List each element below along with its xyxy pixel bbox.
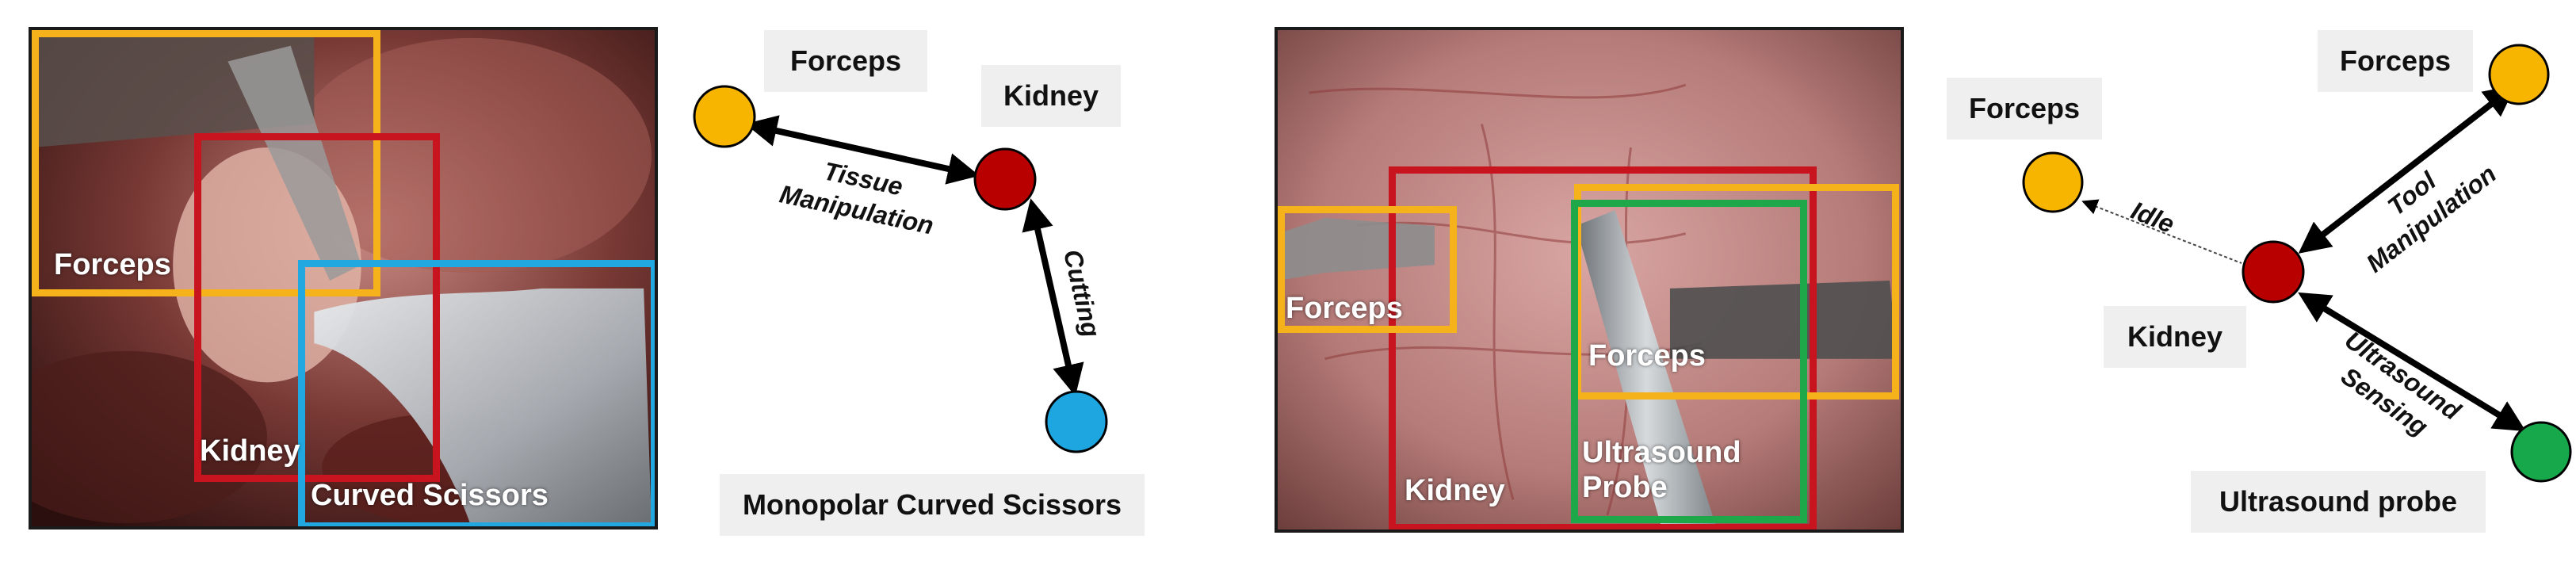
scene1-node-kidney-label: Kidney bbox=[981, 65, 1121, 127]
scene2-forceps-right-box-label: Forceps bbox=[1588, 339, 1706, 373]
scene2-node-forceps-left-label: Forceps bbox=[1947, 78, 2102, 140]
scene2-forceps-left-box bbox=[1278, 206, 1457, 333]
scene2-node-probe-label: Ultrasound probe bbox=[2191, 471, 2486, 533]
scene2-probe-box bbox=[1571, 200, 1807, 523]
scene2-edge-tool-manipulation bbox=[2298, 85, 2517, 254]
scene2-kidney-box bbox=[1389, 166, 1817, 530]
scene2-forceps-left-box-label: Forceps bbox=[1286, 292, 1403, 325]
scene1-kidney-box bbox=[194, 133, 440, 482]
scene1-edge-cutting bbox=[1022, 198, 1084, 396]
scene1-forceps-box bbox=[32, 30, 380, 296]
scene2-node-probe bbox=[2510, 421, 2572, 483]
scene1-forceps-box-label: Forceps bbox=[54, 248, 171, 281]
scene1-graph: Forceps Kidney Monopolar Curved Scissors… bbox=[682, 0, 1252, 562]
scene1-kidney-box-label: Kidney bbox=[200, 434, 300, 468]
scene1-node-scissors-label: Monopolar Curved Scissors bbox=[720, 474, 1145, 536]
scene2-surgical-image: Forceps Forceps Kidney Ultrasound Probe bbox=[1275, 27, 1904, 533]
scene1-surgical-image: Forceps Kidney Curved Scissors bbox=[29, 27, 658, 530]
scene2-probe-box-label-line2: Probe bbox=[1582, 470, 1668, 504]
scene2-kidney-box-label: Kidney bbox=[1405, 474, 1505, 507]
scene2-node-forceps-left bbox=[2022, 151, 2084, 213]
scene2-node-kidney-label: Kidney bbox=[2104, 306, 2246, 368]
scene1-node-kidney bbox=[973, 147, 1037, 211]
scene1-node-forceps bbox=[693, 85, 756, 148]
scene2-probe-box-label: Ultrasound Probe bbox=[1582, 436, 1741, 505]
scene1-edge-tissue-manipulation bbox=[745, 115, 980, 185]
scene1-scissors-box-label: Curved Scissors bbox=[311, 479, 548, 512]
scene2-node-forceps-top-label: Forceps bbox=[2318, 30, 2473, 92]
scene2-tissue-background bbox=[1278, 30, 1901, 530]
scene2-graph: Forceps Forceps Kidney Ultrasound probe … bbox=[1918, 0, 2576, 562]
scene1-node-forceps-label: Forceps bbox=[764, 30, 927, 92]
scene2-edge-ultrasound-sensing bbox=[2298, 292, 2526, 432]
scene2-node-kidney bbox=[2242, 240, 2305, 304]
scene1-node-scissors bbox=[1045, 390, 1108, 453]
scene1-tissue-background bbox=[32, 30, 655, 526]
scene2-edge-idle bbox=[2081, 199, 2242, 264]
scene2-probe-box-label-line1: Ultrasound bbox=[1582, 436, 1741, 469]
scene2-node-forceps-top bbox=[2488, 44, 2550, 105]
scene1-scissors-box bbox=[298, 260, 655, 526]
